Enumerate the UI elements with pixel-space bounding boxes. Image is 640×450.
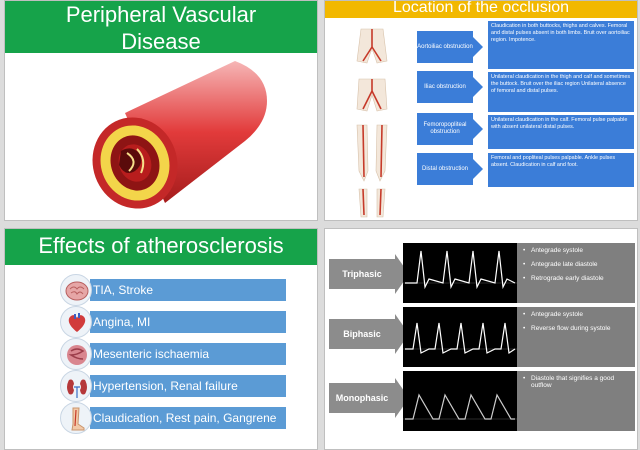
bullet-text: Retrograde early diastole [523,275,631,282]
occlusion-title: Location of the occlusion [325,1,637,18]
occlusion-label-femoropopliteal: Femoropopliteal obstruction [417,113,483,145]
bullet-text: Antegrade systole [523,311,631,318]
panel-occlusion: Location of the occlusion Aortoiliac obs… [324,0,638,221]
occlusion-label-distal: Distal obstruction [417,153,483,185]
effect-text: Hypertension, Renal failure [90,375,286,397]
occlusion-desc-distal: Femoral and popliteal pulses palpable. A… [488,153,634,187]
brain-icon [60,274,92,306]
waveform-desc-biphasic: Antegrade systole Reverse flow during sy… [517,307,635,367]
biphasic-waveform-image [403,307,517,367]
effect-text: Angina, MI [90,311,286,333]
bullet-text: Antegrade systole [523,247,631,254]
artery-plaque-illustration [92,61,267,209]
effect-text: Claudication, Rest pain, Gangrene [90,407,286,429]
effects-title: Effects of atherosclerosis [5,229,317,265]
lower-limb-arteries-icon [356,28,388,218]
bullet-text: Reverse flow during systole [523,325,631,332]
waveform-desc-triphasic: Antegrade systole Antegrade late diastol… [517,243,635,303]
panel-doppler-waveforms: Triphasic Antegrade systole Antegrade la… [324,228,638,450]
panel-pvd: Peripheral Vascular Disease [4,0,318,221]
occlusion-desc-aortoiliac: Claudication in both buttocks, thighs an… [488,21,634,69]
kidney-icon [60,370,92,402]
waveform-label-triphasic: Triphasic [329,254,409,294]
monophasic-waveform-image [403,371,517,431]
occlusion-label-iliac: Iliac obstruction [417,71,483,103]
triphasic-waveform-image [403,243,517,303]
effect-text: TIA, Stroke [90,279,286,301]
panel-effects: Effects of atherosclerosis TIA, Stroke A… [4,228,318,450]
occlusion-desc-iliac: Unilateral claudication in the thigh and… [488,72,634,112]
pvd-title-line1: Peripheral Vascular [65,2,257,27]
pvd-title: Peripheral Vascular Disease [5,1,317,54]
intestine-icon [60,338,92,370]
occlusion-label-aortoiliac: Aortoiliac obstruction [417,31,483,63]
pvd-title-line2: Disease [121,29,201,54]
effect-text: Mesenteric ischaemia [90,343,286,365]
waveform-label-monophasic: Monophasic [329,378,409,418]
heart-icon [60,306,92,338]
occlusion-desc-femoropopliteal: Unilateral claudication in the calf. Fem… [488,115,634,149]
waveform-label-biphasic: Biphasic [329,314,409,354]
waveform-desc-monophasic: Diastole that signifies a good outflow [517,371,635,431]
bullet-text: Diastole that signifies a good outflow [523,375,631,389]
bullet-text: Antegrade late diastole [523,261,631,268]
leg-icon [60,402,92,434]
